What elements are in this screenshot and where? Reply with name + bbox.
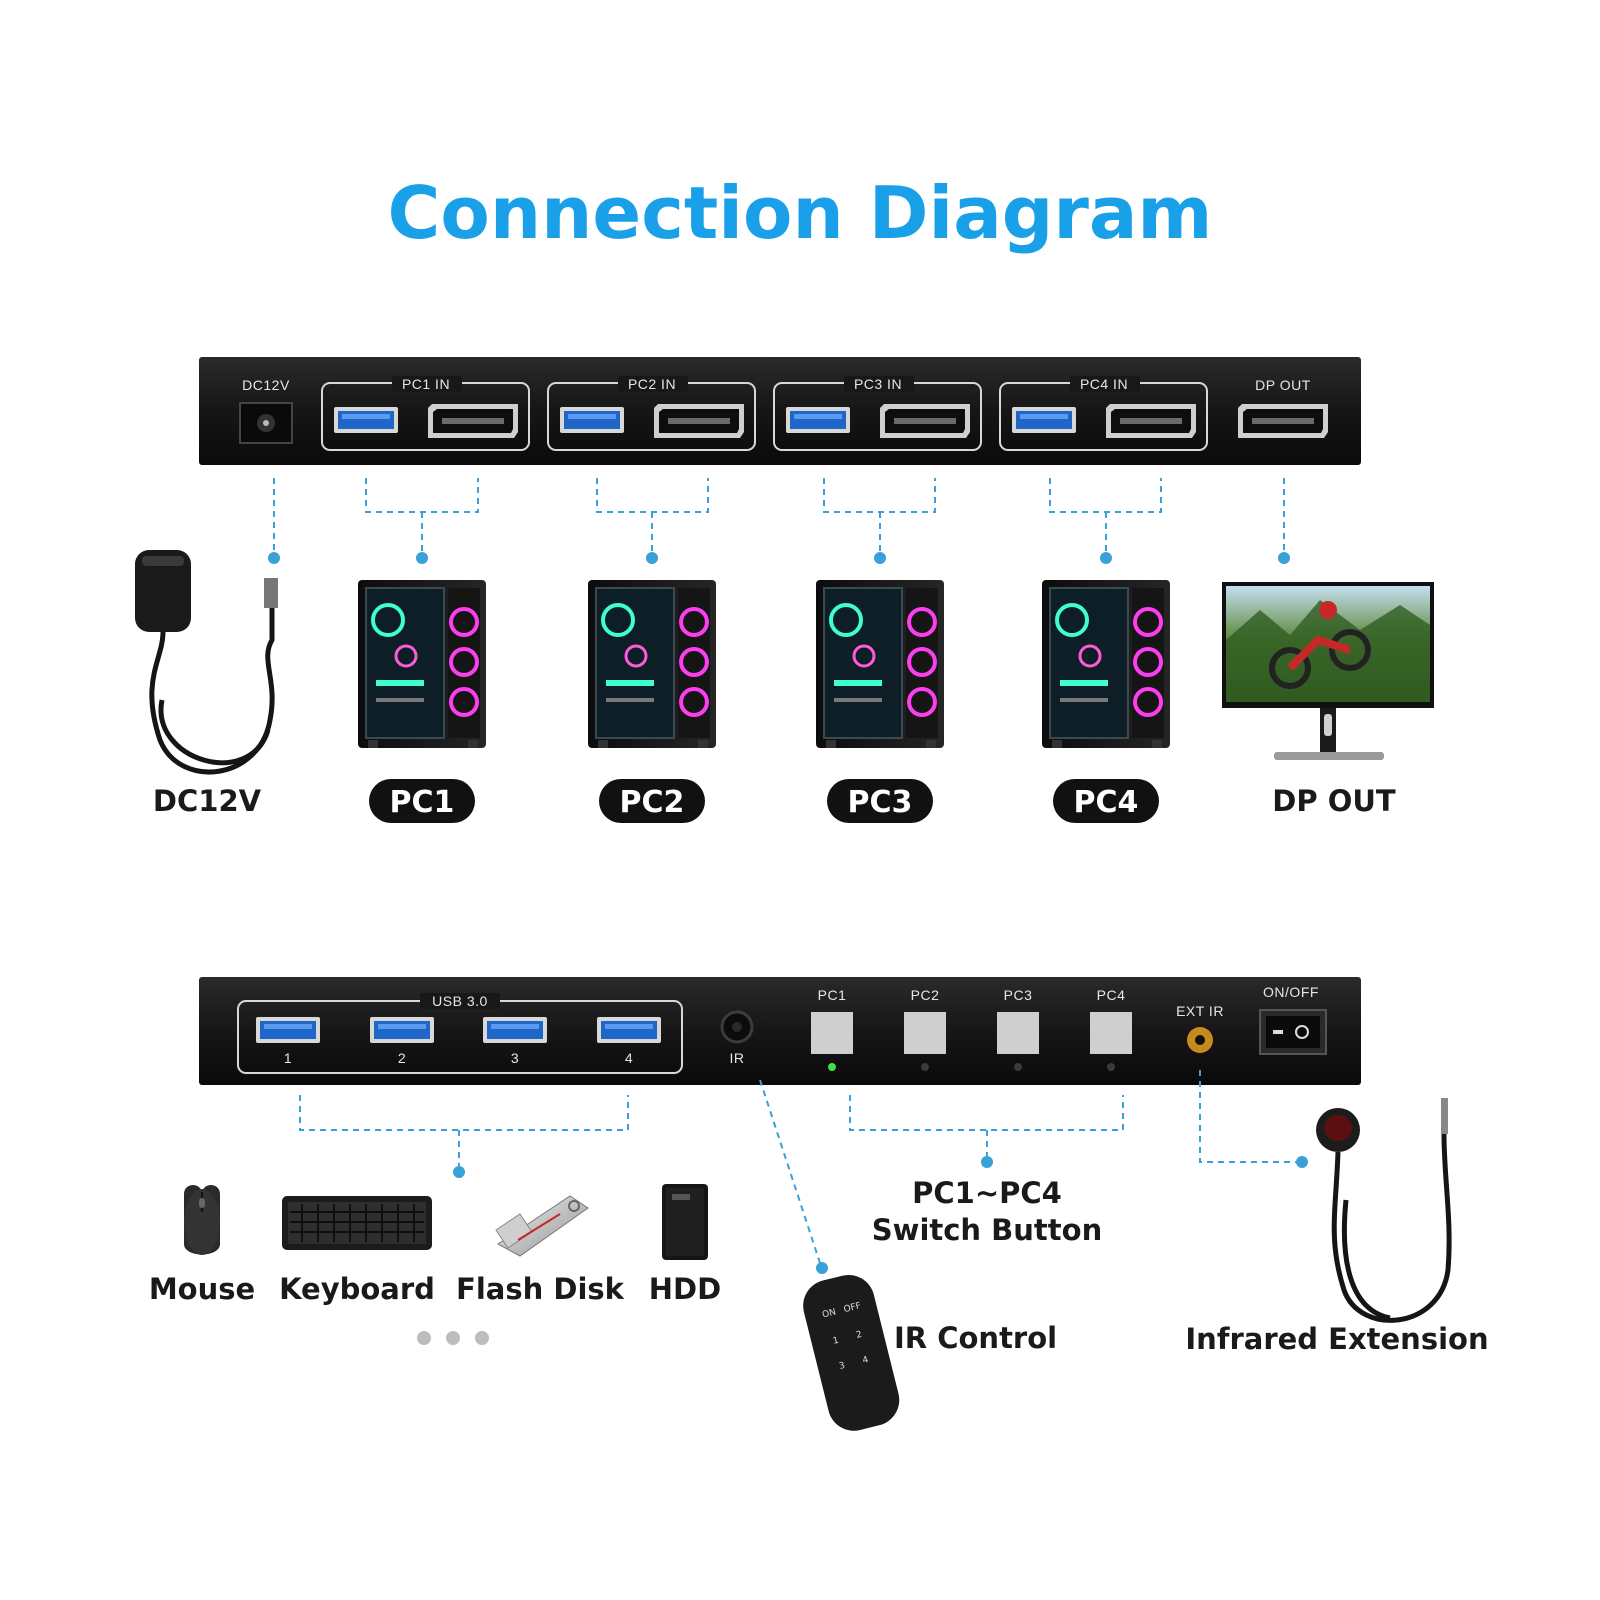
- power-label: DC12V: [153, 784, 262, 818]
- usb3-port-2: [370, 1017, 434, 1043]
- button-label-pc4: PC4: [1097, 987, 1126, 1003]
- rear-panel: USB 3.0 1 2 3 4 IR PC1 PC2 PC3 PC4 EXT I…: [199, 977, 1361, 1085]
- flash-disk-icon: [495, 1195, 589, 1257]
- pc4-tower-icon: [1040, 578, 1172, 750]
- usb-port: [1012, 407, 1076, 433]
- pc2-switch-button[interactable]: [904, 1012, 946, 1054]
- front-connectors: [268, 478, 1290, 564]
- pc1-in-label: PC1 IN: [402, 376, 450, 392]
- dp-out-label: DP OUT: [1255, 377, 1311, 393]
- pc2-in-label: PC2 IN: [628, 376, 676, 392]
- pc4-tag-label: PC4: [1074, 785, 1139, 820]
- ir-control-label: IR Control: [894, 1321, 1057, 1355]
- pc3-in-label: PC3 IN: [854, 376, 902, 392]
- pc4-indicator-led: [1107, 1063, 1115, 1071]
- usb3-group: USB 3.0 1 2 3 4: [237, 993, 683, 1074]
- button-label-pc1: PC1: [818, 987, 847, 1003]
- svg-text:1: 1: [832, 1336, 840, 1347]
- power-switch[interactable]: ON/OFF: [1259, 984, 1327, 1055]
- dp-out-port: [1238, 404, 1328, 438]
- keyboard-icon: [282, 1196, 432, 1250]
- monitor-icon: [1222, 582, 1434, 760]
- pc2-tag: PC2: [599, 779, 705, 823]
- pc1-switch-button[interactable]: [811, 1012, 853, 1054]
- usb3-port-number: 3: [511, 1050, 519, 1066]
- usb-port: [560, 407, 624, 433]
- pc2-input-group: PC2 IN: [547, 376, 756, 451]
- switch-button-label-line2: Switch Button: [872, 1213, 1102, 1247]
- remote-icon: ON OFF 1 2 3 4: [803, 1274, 900, 1431]
- power-adapter-icon: [135, 550, 278, 775]
- keyboard-label: Keyboard: [279, 1272, 435, 1306]
- monitor-label: DP OUT: [1272, 784, 1396, 818]
- diagram-title: Connection Diagram: [388, 171, 1213, 255]
- dp-port: [428, 404, 518, 438]
- svg-text:2: 2: [855, 1330, 863, 1341]
- hdd-label: HDD: [649, 1272, 721, 1306]
- ext-ir-jack: EXT IR: [1176, 1003, 1224, 1053]
- front-panel: DC12V PC1 IN PC2 IN PC3 IN: [199, 357, 1361, 465]
- usb3-port-4: [597, 1017, 661, 1043]
- ir-label: IR: [730, 1050, 745, 1066]
- dc12v-port-label: DC12V: [242, 377, 290, 393]
- usb3-label: USB 3.0: [432, 993, 488, 1009]
- pc3-tower-icon: [814, 578, 946, 750]
- svg-text:ON: ON: [821, 1308, 837, 1321]
- pc1-tag: PC1: [369, 779, 475, 823]
- dc12v-port: [239, 402, 293, 444]
- ext-ir-label: EXT IR: [1176, 1003, 1224, 1019]
- flash-disk-label: Flash Disk: [456, 1272, 625, 1306]
- pc2-tower-icon: [586, 578, 718, 750]
- infrared-extension-label: Infrared Extension: [1185, 1322, 1488, 1356]
- pc4-switch-button[interactable]: [1090, 1012, 1132, 1054]
- pc3-tag-label: PC3: [848, 785, 913, 820]
- pc1-tag-label: PC1: [390, 785, 455, 820]
- pagination-dots: [417, 1331, 489, 1345]
- usb3-port-3: [483, 1017, 547, 1043]
- ir-receiver-icon: [1316, 1098, 1452, 1323]
- dp-port: [880, 404, 970, 438]
- svg-text:3: 3: [838, 1361, 846, 1372]
- switch-button-label-line1: PC1~PC4: [912, 1176, 1062, 1210]
- usb-port: [334, 407, 398, 433]
- button-label-pc2: PC2: [911, 987, 940, 1003]
- pc3-switch-button[interactable]: [997, 1012, 1039, 1054]
- power-switch-label: ON/OFF: [1263, 984, 1319, 1000]
- pc1-input-group: PC1 IN: [321, 376, 530, 451]
- pc3-tag: PC3: [827, 779, 933, 823]
- svg-text:OFF: OFF: [843, 1301, 862, 1315]
- usb3-port-number: 1: [284, 1050, 292, 1066]
- pc3-indicator-led: [1014, 1063, 1022, 1071]
- pc2-tag-label: PC2: [620, 785, 685, 820]
- rear-connectors: [299, 1070, 1308, 1274]
- button-label-pc3: PC3: [1004, 987, 1033, 1003]
- mouse-icon: [184, 1185, 220, 1255]
- dp-port: [654, 404, 744, 438]
- svg-text:4: 4: [862, 1355, 870, 1366]
- hdd-icon: [662, 1184, 708, 1260]
- ir-sensor: IR: [720, 1010, 754, 1066]
- usb3-port-number: 2: [398, 1050, 406, 1066]
- pc4-tag: PC4: [1053, 779, 1159, 823]
- pc4-in-label: PC4 IN: [1080, 376, 1128, 392]
- pc2-indicator-led: [921, 1063, 929, 1071]
- pc1-indicator-led: [828, 1063, 836, 1071]
- dp-port: [1106, 404, 1196, 438]
- usb3-port-1: [256, 1017, 320, 1043]
- usb3-port-number: 4: [625, 1050, 633, 1066]
- mouse-label: Mouse: [149, 1272, 255, 1306]
- pc4-input-group: PC4 IN: [999, 376, 1208, 451]
- pc3-input-group: PC3 IN: [773, 376, 982, 451]
- usb-port: [786, 407, 850, 433]
- pc1-tower-icon: [356, 578, 488, 750]
